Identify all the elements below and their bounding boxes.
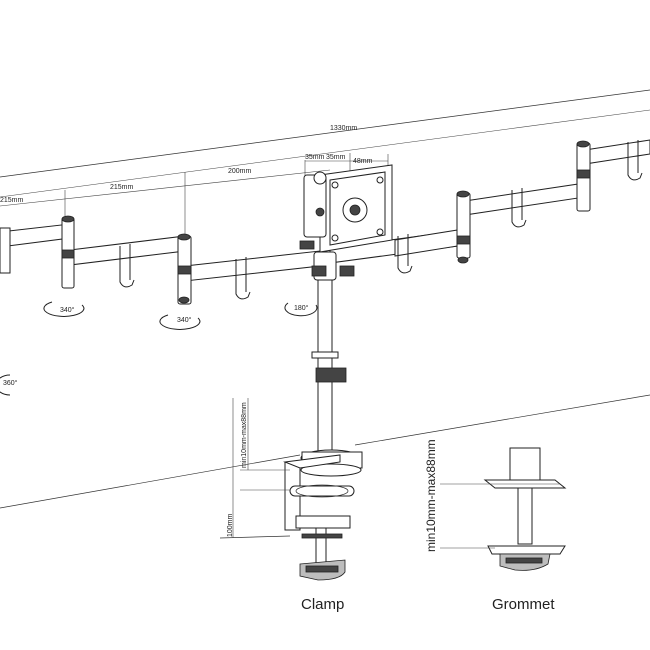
grommet-dimension: min10mm-max88mm xyxy=(424,439,560,552)
rotation-360-pole: 360° xyxy=(3,379,18,387)
desk-clamp xyxy=(283,454,355,581)
grommet-range-label: min10mm-max88mm xyxy=(424,439,438,552)
dim-215-label: 215mm xyxy=(110,184,134,191)
arm-joints xyxy=(0,140,591,305)
left-arm xyxy=(0,223,321,282)
rotation-indicators: 340° 340° 180° 360° xyxy=(0,301,318,396)
dim-35a-label: 35mm xyxy=(305,154,325,161)
clamp-dimension: min10mm-max88mm 100mm xyxy=(227,398,290,538)
desk-outline xyxy=(0,89,650,539)
grommet-mount xyxy=(483,447,567,571)
clamp-range-label: min10mm-max88mm xyxy=(241,402,248,468)
segment-dimension-line: 215mm 215mm 200mm 35mm 35mm 48mm xyxy=(0,154,388,207)
dim-200-label: 200mm xyxy=(228,168,252,175)
rotation-340-middle: 340° xyxy=(177,316,192,324)
clamp-caption: Clamp xyxy=(301,596,344,613)
dim-215-left-label: 215mm xyxy=(0,197,24,204)
pole-assembly xyxy=(300,251,363,477)
rotation-340-left: 340° xyxy=(60,306,75,314)
dim-48-label: 48mm xyxy=(353,158,373,165)
cable-clips xyxy=(119,140,643,300)
clamp-depth-label: 100mm xyxy=(227,513,234,537)
grommet-caption: Grommet xyxy=(492,596,555,613)
dim-35b-label: 35mm xyxy=(326,154,346,161)
dim-1330-label: 1330mm xyxy=(330,125,357,132)
rotation-180-head: 180° xyxy=(294,304,309,312)
vesa-mount-plate xyxy=(299,164,393,253)
